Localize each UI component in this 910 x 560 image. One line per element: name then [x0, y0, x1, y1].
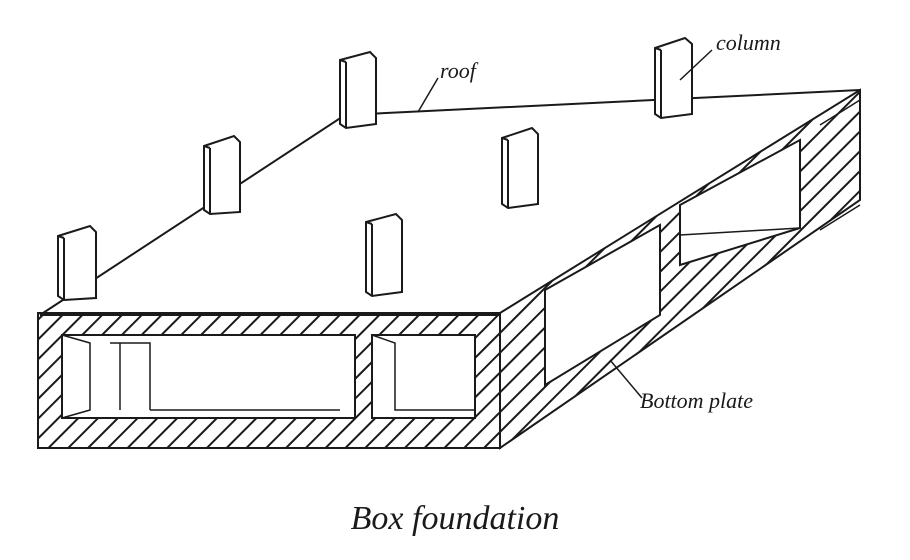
column: [654, 36, 693, 120]
front-section: [37, 312, 501, 449]
roof-leader: [417, 77, 439, 113]
column-label: column: [716, 30, 781, 55]
bottom-plate-leader: [609, 359, 643, 399]
roof-label: roof: [440, 58, 476, 83]
bottom-plate-label: Bottom plate: [640, 388, 754, 413]
column: [57, 224, 97, 302]
column: [339, 50, 377, 130]
column-leader: [679, 49, 713, 81]
column: [203, 134, 241, 216]
leader-lines: [417, 49, 713, 399]
columns: [57, 36, 693, 302]
figure-caption: Box foundation: [350, 500, 560, 537]
side-section: [499, 88, 861, 450]
column: [365, 212, 403, 298]
column: [501, 126, 539, 210]
bottom-plate-opening: [544, 223, 661, 387]
